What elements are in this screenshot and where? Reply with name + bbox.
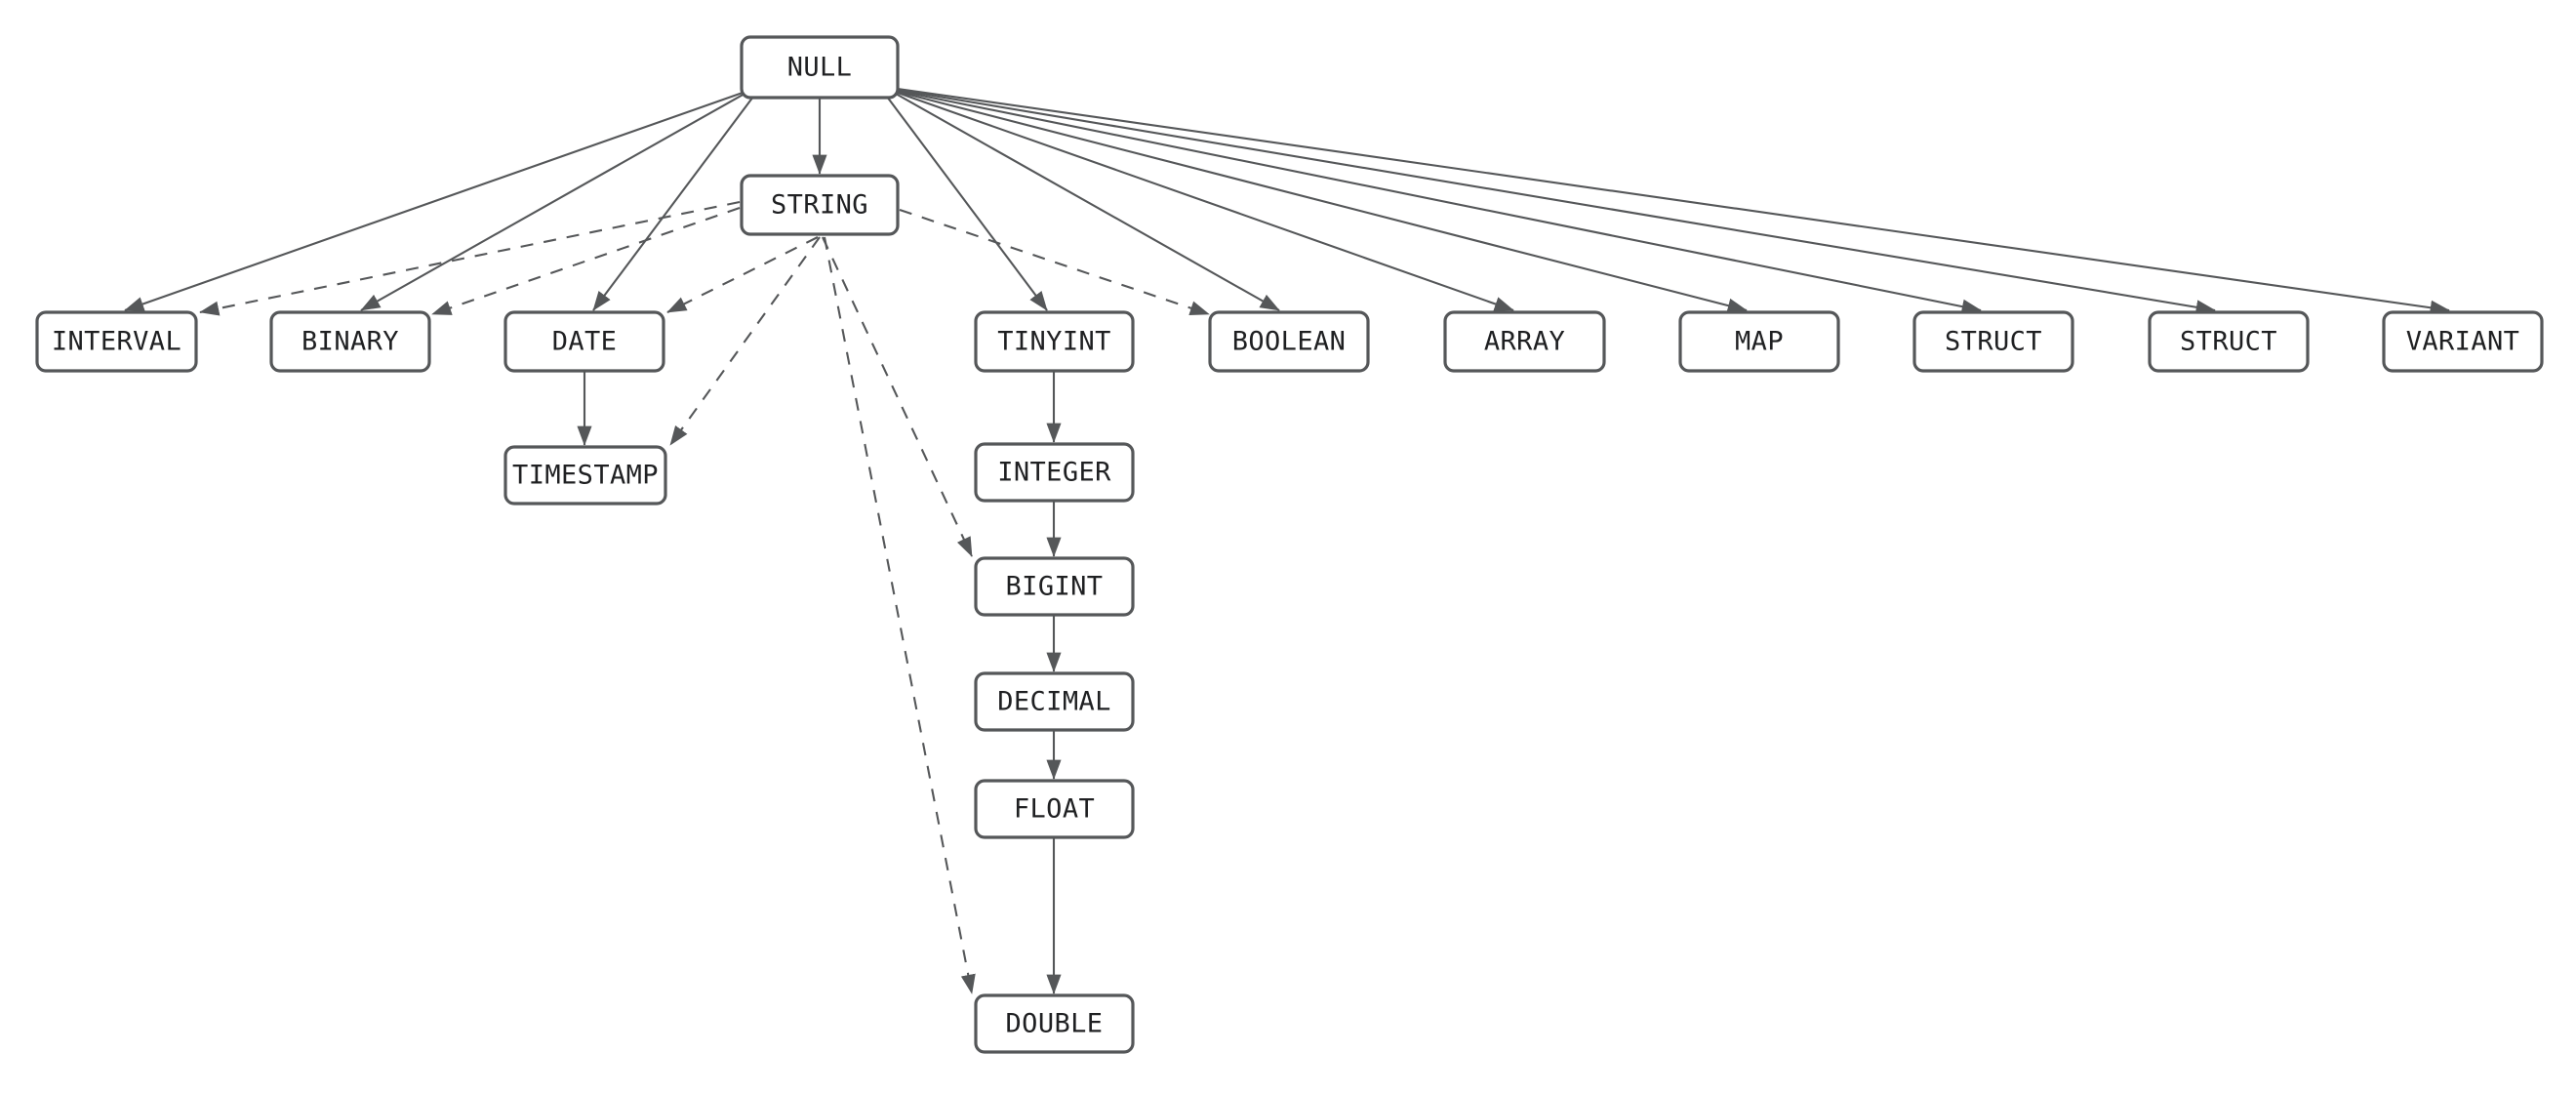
node-variant[interactable]: VARIANT bbox=[2382, 310, 2544, 373]
edge-null-to-struct1 bbox=[897, 89, 1982, 314]
node-box-decimal[interactable] bbox=[974, 671, 1135, 732]
node-box-binary[interactable] bbox=[269, 310, 431, 373]
edge-string-to-boolean bbox=[899, 209, 1210, 315]
node-bigint[interactable]: BIGINT bbox=[974, 556, 1135, 617]
edge-string-to-date bbox=[666, 236, 819, 313]
node-box-array[interactable] bbox=[1443, 310, 1606, 373]
node-box-bigint[interactable] bbox=[974, 556, 1135, 617]
edge-layer bbox=[124, 87, 2450, 994]
node-box-map[interactable] bbox=[1678, 310, 1840, 373]
edge-null-to-boolean bbox=[895, 93, 1280, 311]
node-string[interactable]: STRING bbox=[740, 174, 900, 236]
node-struct1[interactable]: STRUCT bbox=[1912, 310, 2074, 373]
edge-null-to-tinyint bbox=[886, 96, 1048, 311]
node-box-null[interactable] bbox=[740, 35, 900, 100]
node-struct2[interactable]: STRUCT bbox=[2148, 310, 2310, 373]
edge-null-to-variant bbox=[897, 87, 2450, 315]
node-box-float[interactable] bbox=[974, 779, 1135, 839]
node-box-tinyint[interactable] bbox=[974, 310, 1135, 373]
node-box-struct1[interactable] bbox=[1912, 310, 2074, 373]
node-layer: NULL STRING INTERVAL BINARY DATE TINYINT BOOLE… bbox=[35, 35, 2544, 1054]
node-box-date[interactable] bbox=[503, 310, 665, 373]
edge-null-to-interval bbox=[124, 92, 744, 311]
edge-null-to-date bbox=[592, 96, 754, 311]
node-integer[interactable]: INTEGER bbox=[974, 442, 1135, 503]
node-float[interactable]: FLOAT bbox=[974, 779, 1135, 839]
node-box-string[interactable] bbox=[740, 174, 900, 236]
edge-null-to-struct2 bbox=[897, 88, 2216, 315]
edge-string-to-double bbox=[823, 236, 976, 994]
edge-string-to-timestamp bbox=[669, 236, 821, 446]
node-date[interactable]: DATE bbox=[503, 310, 665, 373]
node-box-double[interactable] bbox=[974, 993, 1135, 1054]
node-decimal[interactable]: DECIMAL bbox=[974, 671, 1135, 732]
node-box-interval[interactable] bbox=[35, 310, 198, 373]
edge-string-to-interval bbox=[199, 200, 741, 316]
node-array[interactable]: ARRAY bbox=[1443, 310, 1606, 373]
edge-null-to-binary bbox=[360, 93, 745, 311]
node-box-integer[interactable] bbox=[974, 442, 1135, 503]
edge-string-to-binary bbox=[431, 207, 741, 315]
node-box-boolean[interactable] bbox=[1208, 310, 1370, 373]
node-binary[interactable]: BINARY bbox=[269, 310, 431, 373]
edge-null-to-map bbox=[897, 90, 1748, 313]
edge-null-to-array bbox=[897, 92, 1514, 311]
node-map[interactable]: MAP bbox=[1678, 310, 1840, 373]
node-interval[interactable]: INTERVAL bbox=[35, 310, 198, 373]
node-null[interactable]: NULL bbox=[740, 35, 900, 100]
node-tinyint[interactable]: TINYINT bbox=[974, 310, 1135, 373]
node-boolean[interactable]: BOOLEAN bbox=[1208, 310, 1370, 373]
node-timestamp[interactable]: TIMESTAMP bbox=[503, 445, 667, 506]
edge-string-to-bigint bbox=[822, 236, 973, 557]
node-double[interactable]: DOUBLE bbox=[974, 993, 1135, 1054]
node-box-struct2[interactable] bbox=[2148, 310, 2310, 373]
node-box-variant[interactable] bbox=[2382, 310, 2544, 373]
node-box-timestamp[interactable] bbox=[503, 445, 667, 506]
